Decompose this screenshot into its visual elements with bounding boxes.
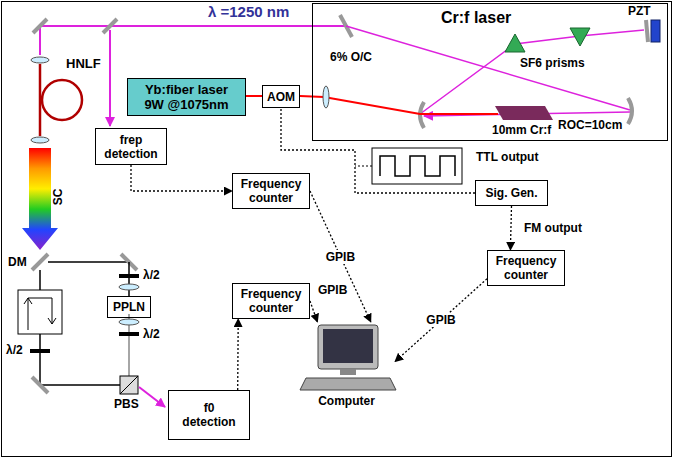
box-text: PPLN bbox=[113, 300, 145, 314]
signal-connector bbox=[131, 165, 232, 191]
lens bbox=[323, 86, 329, 108]
mirror bbox=[103, 19, 117, 33]
screen bbox=[323, 329, 373, 363]
signal-connector bbox=[310, 191, 371, 322]
counter-box: Frequency counter bbox=[232, 283, 310, 319]
waveplate bbox=[30, 349, 50, 353]
box-text: Frequency counter bbox=[237, 177, 305, 205]
square-wave bbox=[380, 156, 455, 176]
signal-connector bbox=[310, 301, 317, 322]
part-label: DM bbox=[8, 255, 27, 269]
edge-label: GPIB bbox=[316, 283, 349, 297]
part-label: ROC=10cm bbox=[558, 118, 622, 132]
signal-stub bbox=[355, 165, 372, 166]
part-label: 6% O/C bbox=[330, 50, 372, 64]
signal-connector bbox=[281, 108, 475, 193]
beam bbox=[39, 270, 41, 290]
detector-box: frep detection bbox=[95, 128, 167, 165]
beam bbox=[48, 261, 129, 263]
box-text: Yb:fiber laser 9W @1075nm bbox=[140, 82, 233, 112]
output-beam bbox=[40, 26, 346, 55]
beam bbox=[128, 262, 130, 296]
part-label: λ/2 bbox=[6, 343, 23, 357]
signal-connector bbox=[395, 279, 487, 362]
mirror bbox=[33, 19, 47, 33]
beam-label: SC bbox=[51, 189, 65, 206]
lens bbox=[119, 284, 139, 290]
signal-label: TTL output bbox=[476, 150, 538, 164]
box-text: Cr:f laser bbox=[441, 9, 511, 27]
piezo bbox=[651, 20, 660, 42]
curved-mirror bbox=[628, 98, 632, 124]
lens bbox=[31, 57, 49, 63]
dichroic-mirror bbox=[32, 254, 48, 270]
pickoff-beam bbox=[109, 30, 111, 126]
beam bbox=[40, 384, 120, 386]
monitor-stand bbox=[340, 369, 356, 375]
crystal-box: PPLN bbox=[107, 296, 151, 318]
counter-box: Frequency counter bbox=[232, 173, 310, 209]
waveplate bbox=[119, 274, 139, 278]
splitter-diagonal bbox=[120, 376, 138, 394]
wavelength-label: λ =1250 nm bbox=[208, 3, 289, 20]
keyboard bbox=[300, 378, 396, 390]
box-text: f0 detection bbox=[180, 401, 238, 429]
prism bbox=[505, 34, 525, 52]
signal-connector bbox=[510, 206, 511, 250]
pump-beam bbox=[300, 96, 498, 114]
box-text: frep detection bbox=[100, 133, 162, 161]
monitor bbox=[318, 325, 378, 369]
modulator-box: AOM bbox=[262, 85, 300, 108]
edge-label: GPIB bbox=[324, 250, 357, 264]
part-label: PBS bbox=[114, 397, 139, 411]
signal-connector bbox=[237, 319, 239, 390]
mirror bbox=[32, 377, 48, 393]
box-text: Sig. Gen. bbox=[485, 186, 537, 200]
box-text: Computer bbox=[318, 394, 375, 408]
waveplate bbox=[119, 332, 139, 336]
end-mirror bbox=[646, 20, 648, 42]
prism bbox=[570, 28, 590, 46]
cavity-beam bbox=[420, 30, 644, 114]
beam-splitter-cube bbox=[120, 376, 138, 394]
delay-arrows bbox=[24, 298, 56, 324]
computer-node: Computer bbox=[298, 322, 395, 410]
delay-line bbox=[18, 290, 62, 334]
part-label: λ/2 bbox=[143, 268, 160, 282]
fiber-coil bbox=[42, 80, 82, 120]
beat-beam bbox=[139, 387, 165, 407]
pump-laser-box: Yb:fiber laser 9W @1075nm bbox=[127, 78, 246, 116]
box-text: Frequency counter bbox=[237, 287, 305, 315]
cavity-beam bbox=[346, 26, 630, 110]
counter-box: Frequency counter bbox=[487, 250, 565, 286]
edge-label: GPIB bbox=[424, 313, 457, 327]
part-label: SF6 prisms bbox=[520, 56, 585, 70]
part-label: HNLF bbox=[66, 56, 101, 71]
detector-box: f0 detection bbox=[168, 390, 250, 440]
part-label: λ/2 bbox=[143, 327, 160, 341]
lens bbox=[119, 319, 139, 325]
part-label: PZT bbox=[628, 4, 651, 18]
waveform-box bbox=[372, 148, 462, 184]
edge-label: FM output bbox=[522, 221, 584, 235]
lens bbox=[31, 137, 49, 143]
part-label: 10mm Cr:f bbox=[492, 123, 551, 137]
pump-beam bbox=[246, 95, 262, 97]
box-text: Frequency counter bbox=[492, 254, 560, 282]
generator-box: Sig. Gen. bbox=[475, 180, 548, 206]
gain-crystal bbox=[495, 106, 553, 120]
box-text: AOM bbox=[267, 90, 295, 104]
beam bbox=[39, 334, 41, 385]
